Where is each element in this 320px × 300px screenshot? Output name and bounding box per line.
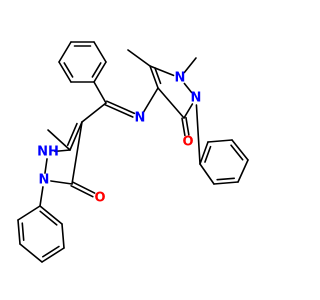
right-carbonyl-double-bond-a	[181, 117, 186, 137]
right-phenyl-bond-5	[199, 163, 215, 185]
left-ring-nh-n	[44, 158, 48, 174]
n-pyrazolone-left-label: N	[39, 173, 50, 188]
right-carbonyl-double-bond-b	[185, 116, 190, 136]
right-phenyl-bond-3	[237, 159, 249, 183]
left-phenyl-bond-2-main	[41, 247, 65, 263]
right-ring-methyl-c3	[127, 49, 151, 67]
right-phenyl-bond-1	[207, 139, 233, 143]
imine-double-bond-a	[104, 104, 134, 118]
right-ring-c4-c3-inner	[154, 67, 162, 85]
n-imine-atom: N	[135, 111, 146, 126]
top-phenyl-bond-2-main	[93, 61, 107, 83]
left-phenyl-bond-3	[19, 243, 43, 263]
left-phenyl-bond-0-inner	[39, 210, 58, 226]
n-imine-label: N	[135, 111, 146, 126]
left-phenyl-bond-1	[61, 223, 65, 249]
phenyl-to-benzylidene-bond	[93, 81, 107, 104]
left-phenyl-bond-4-inner	[21, 222, 25, 241]
left-carbonyl-double-bond-b	[72, 181, 96, 194]
top-phenyl-bond-4-inner	[63, 62, 74, 78]
n-pyrazolone-right-2-label: N	[191, 91, 202, 106]
right-ring-c3-n1	[149, 65, 175, 77]
right-phenyl-bond-0-main	[199, 141, 209, 165]
left-phenyl-bond-2-inner	[42, 245, 60, 258]
nh-pyrazolone-left-atom: NH	[37, 145, 59, 160]
left-ring-n-c5	[50, 180, 73, 185]
right-ring-c5-c4	[157, 87, 185, 119]
top-phenyl-bond-2-inner	[91, 62, 102, 78]
right-phenyl-bond-2-inner	[230, 144, 244, 161]
left-phenyl-bond-5	[17, 205, 41, 221]
bond-layer	[17, 41, 249, 263]
top-phenyl-bond-1	[93, 41, 107, 63]
o-carbonyl-left-atom: O	[94, 191, 105, 206]
n-pyrazolone-right-1-label: N	[175, 71, 186, 86]
left-ring-c4-c3-inner	[66, 122, 78, 147]
o-carbonyl-right-atom: O	[182, 135, 193, 150]
left-carbonyl-double-bond-a	[70, 184, 94, 198]
right-ring-c4-c3-main	[149, 65, 159, 89]
right-phenyl-bond-0-inner	[204, 145, 212, 163]
right-phenyl-bond-4-main	[213, 181, 239, 185]
right-phenyl-bond-4-inner	[216, 177, 235, 181]
left-ring-methyl	[47, 129, 71, 151]
n-pyrazolone-right-1-atom: N	[175, 71, 186, 86]
benzylidene-to-left-ring-bond	[81, 102, 107, 123]
left-phenyl-bond-0-main	[39, 205, 63, 225]
nh-pyrazolone-left-label: NH	[37, 145, 59, 160]
right-ring-n2-c5	[183, 103, 194, 119]
n-pyrazolone-left-atom: N	[39, 173, 50, 188]
top-phenyl-bond-4-main	[58, 61, 72, 83]
left-ring-n-phenyl-bond	[39, 186, 44, 207]
right-ring-n1-n2	[183, 82, 193, 94]
top-phenyl-bond-5	[58, 41, 72, 63]
n-pyrazolone-right-2-atom: N	[191, 91, 202, 106]
right-ring-n-phenyl-bond	[195, 104, 201, 165]
imine-double-bond-b	[106, 100, 136, 115]
o-carbonyl-left-label: O	[94, 191, 105, 206]
left-ring-c3-nh	[54, 149, 71, 153]
imine-n-to-right-ring-bond	[142, 87, 159, 113]
right-phenyl-bond-2-main	[231, 139, 249, 161]
right-ring-methyl-n1	[183, 57, 197, 74]
left-ring-c5-c4	[71, 121, 83, 185]
left-ring-c4-c3-main	[69, 121, 83, 151]
left-phenyl-bond-4-main	[17, 219, 21, 245]
o-carbonyl-right-label: O	[182, 135, 193, 150]
